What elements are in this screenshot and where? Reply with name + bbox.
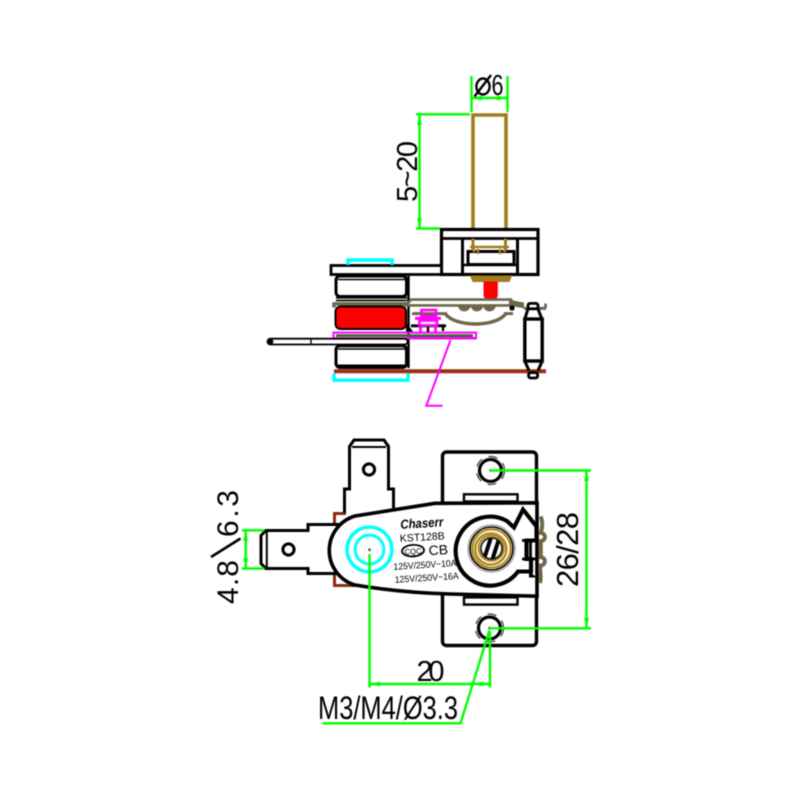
svg-text:125V/250V~16A: 125V/250V~16A	[394, 571, 459, 585]
svg-text:125V/250V~10A: 125V/250V~10A	[393, 558, 457, 572]
svg-text:20: 20	[417, 656, 445, 688]
svg-text:M3/M4/Ø3.3: M3/M4/Ø3.3	[318, 690, 458, 726]
svg-text:CQC: CQC	[404, 547, 422, 557]
svg-text:Chaserr: Chaserr	[400, 514, 445, 532]
svg-text:26/28: 26/28	[550, 512, 585, 587]
svg-text:4.8: 4.8	[212, 560, 245, 604]
svg-text:6.3: 6.3	[212, 490, 245, 537]
svg-text:KST128B: KST128B	[399, 530, 445, 545]
svg-text:CB: CB	[428, 542, 448, 558]
svg-text:6: 6	[492, 70, 504, 102]
svg-text:5~20: 5~20	[392, 141, 424, 202]
